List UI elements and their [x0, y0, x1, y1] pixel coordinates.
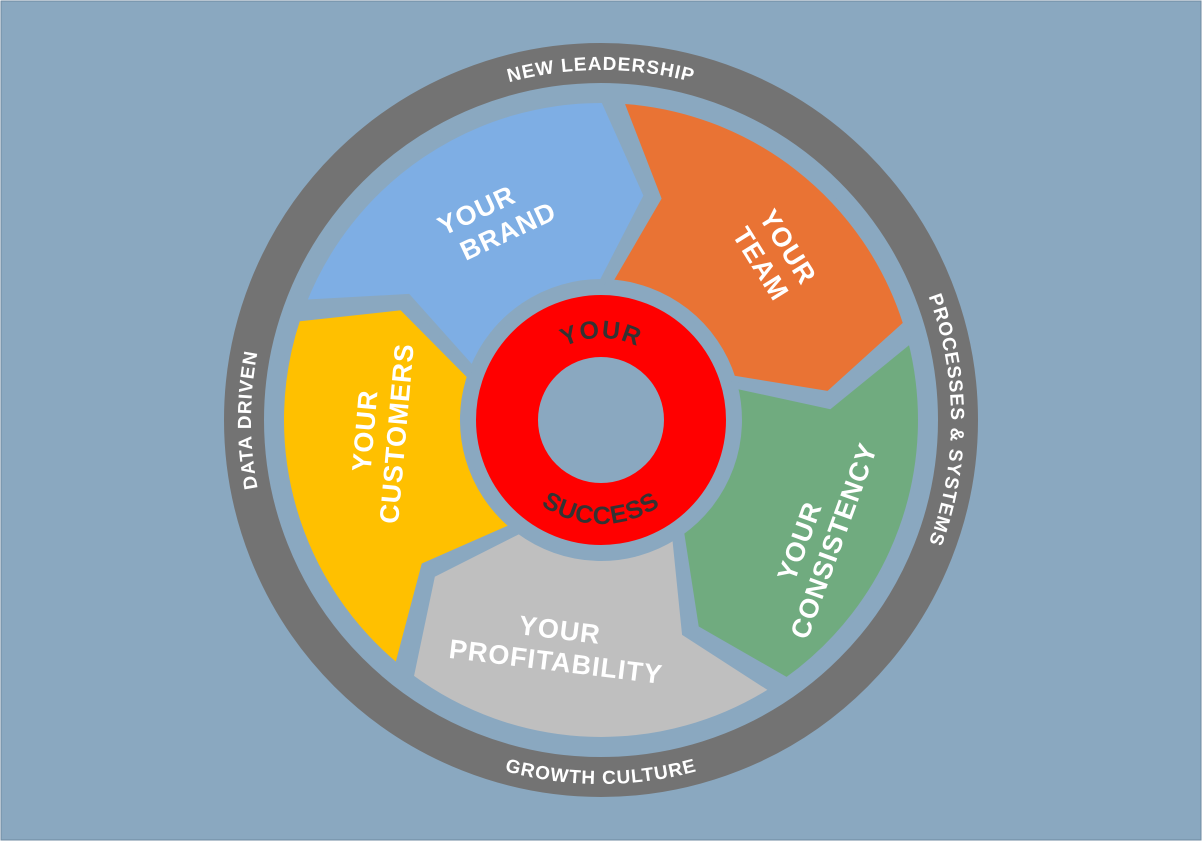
outer-ring [224, 43, 978, 797]
segment-customers [277, 304, 519, 673]
segment-brand [298, 96, 651, 376]
core-ring [476, 295, 726, 545]
segment-team [604, 97, 910, 398]
segment-consistency [677, 334, 924, 685]
segment-profitability [407, 527, 779, 743]
